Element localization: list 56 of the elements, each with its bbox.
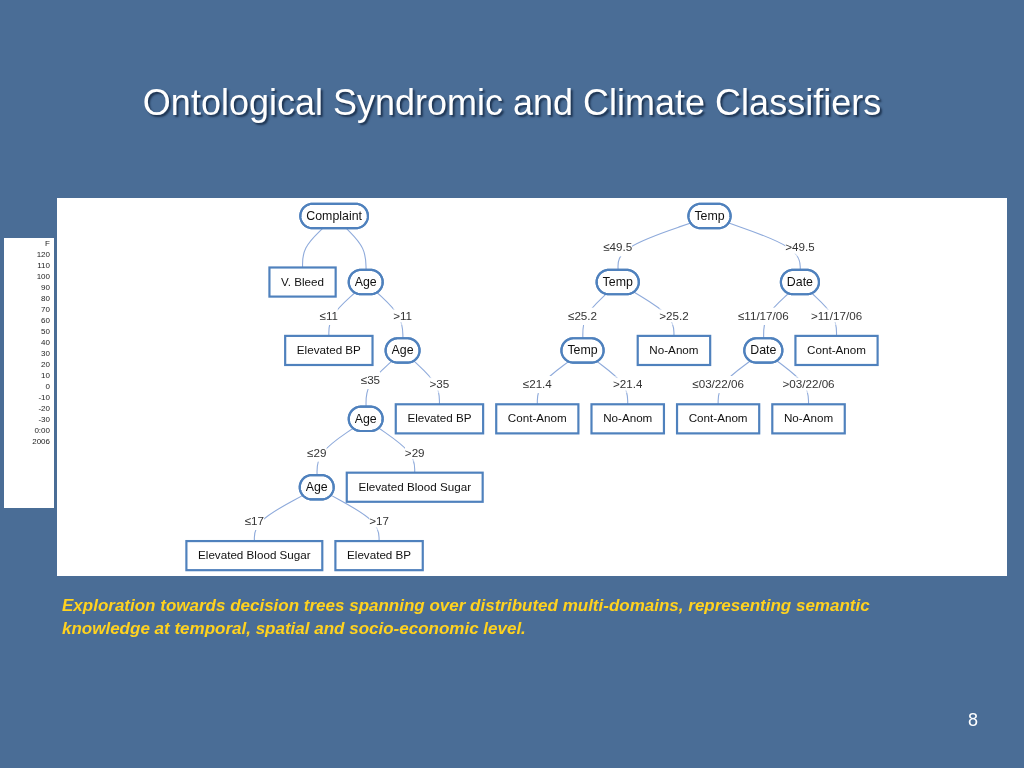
axis-tick-label: 80: [41, 293, 50, 304]
edge-label: >21.4: [612, 378, 643, 391]
edge-label: >11/17/06: [810, 309, 863, 323]
axis-tick-label: -30: [38, 414, 50, 425]
node-box: Cont-Anom: [675, 403, 761, 435]
edge-label: ≤29: [307, 446, 327, 459]
connector: [413, 360, 440, 405]
node-box: Elevated BP: [334, 540, 424, 572]
axis-tick-label: 0:00: [34, 425, 50, 436]
node-box: V. Bleed: [268, 266, 337, 298]
axis-tick-label: -10: [38, 392, 50, 403]
node-box: Elevated BP: [284, 334, 374, 367]
node-box: Elevated BP: [394, 403, 485, 435]
page-number: 8: [968, 710, 978, 731]
edge-label: ≤25.2: [567, 309, 598, 323]
axis-tick-label: -20: [38, 403, 50, 414]
axis-tick-label: 40: [41, 337, 50, 348]
edge-label: >17: [369, 514, 389, 528]
node-box: Cont-Anom: [495, 403, 580, 435]
axis-tick-label: 70: [41, 304, 50, 315]
axis-tick-label: 110: [37, 260, 50, 271]
node-box: No-Anom: [636, 334, 712, 367]
edge-label: ≤03/22/06: [692, 378, 744, 391]
axis-tick-label: 90: [41, 282, 50, 293]
connector: [316, 427, 354, 476]
edge-label: >25.2: [659, 309, 689, 323]
edge-label: >35: [429, 378, 450, 391]
connector: [253, 494, 304, 542]
node-box: Elevated Blood Sugar: [345, 471, 484, 503]
edge-label: >11: [393, 309, 413, 323]
node-box: Cont-Anom: [794, 334, 879, 367]
edge-label: ≤49.5: [603, 241, 633, 254]
node-box: Elevated Blood Sugar: [185, 540, 324, 572]
edge-label: ≤21.4: [522, 378, 552, 391]
edge-label: >49.5: [785, 241, 815, 254]
edge-label: ≤11/17/06: [737, 309, 789, 323]
axis-tick-label: 20: [41, 359, 50, 370]
axis-tick-label: F: [45, 238, 50, 249]
axis-tick-label: 120: [36, 249, 50, 260]
axis-tick-label: 0: [45, 381, 50, 392]
axis-tick-label: 10: [41, 370, 50, 381]
slide-title: Ontological Syndromic and Climate Classifiers: [141, 82, 883, 124]
axis-tick-label: 100: [36, 271, 50, 282]
axis-tick-label: 60: [41, 315, 50, 326]
node-box: No-Anom: [590, 403, 666, 435]
edge-label: >29: [404, 446, 425, 459]
edge-label: ≤17: [244, 514, 265, 528]
axis-tick-label: 50: [41, 326, 50, 337]
edge-label: ≤11: [319, 309, 339, 323]
axis-tick-label: 2006: [32, 436, 50, 447]
axis-tick-label: 30: [41, 348, 50, 359]
edge-label: >03/22/06: [782, 378, 835, 391]
edge-label: ≤35: [360, 373, 381, 387]
caption: Exploration towards decision trees spanning over distributed multi-domains, representing semantic knowledge at temporal, spatial and socio-economic level.: [62, 595, 871, 640]
node-box: No-Anom: [771, 403, 846, 435]
connector: [330, 494, 380, 542]
